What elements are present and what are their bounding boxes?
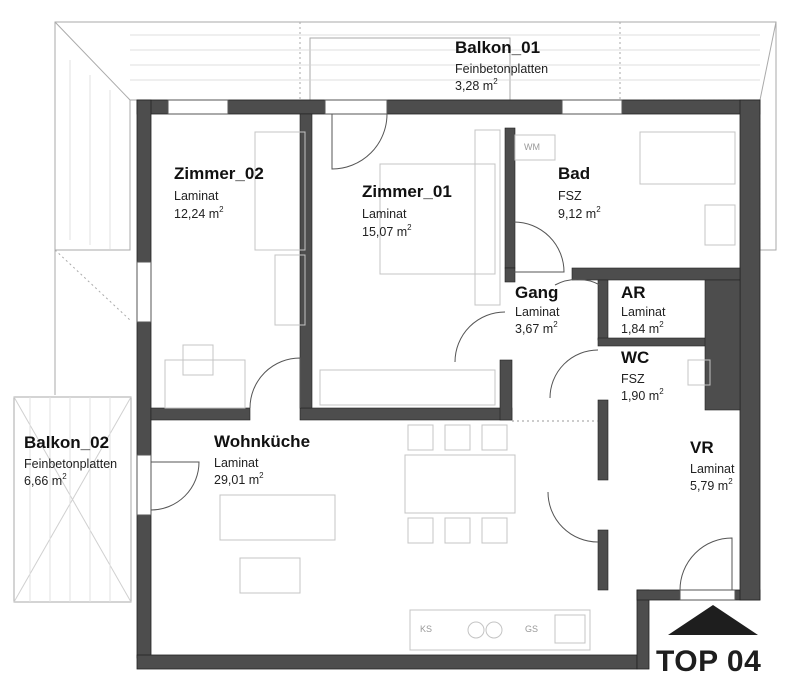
windows [136, 99, 736, 601]
washing-machine-label: WM [524, 142, 540, 152]
fridge-label: KS [420, 624, 433, 634]
ar-name: AR [621, 283, 646, 302]
wc-name: WC [621, 348, 650, 367]
interior-walls [150, 113, 741, 591]
wohnkueche-floor: Laminat [214, 456, 259, 470]
wc-area: 1,90 m2 [621, 387, 664, 403]
zimmer-02-floor: Laminat [174, 189, 219, 203]
bad-name: Bad [558, 164, 591, 183]
balkon-02-outline [13, 396, 132, 603]
wc-floor: FSZ [621, 372, 645, 386]
ar-floor: Laminat [621, 305, 666, 319]
vr-area: 5,79 m2 [690, 477, 733, 493]
vr-floor: Laminat [690, 462, 735, 476]
zimmer-01-floor: Laminat [362, 207, 407, 221]
wohnkueche-area: 29,01 m2 [214, 471, 264, 487]
zimmer-01-area: 15,07 m2 [362, 223, 412, 239]
bad-floor: FSZ [558, 189, 582, 203]
unit-label: TOP 04 [656, 645, 762, 678]
direction-arrow-icon [668, 605, 758, 635]
gang-floor: Laminat [515, 305, 560, 319]
balkon-02-area: 6,66 m2 [24, 472, 67, 488]
balkon-02-floor: Feinbetonplatten [24, 457, 118, 471]
bad-area: 9,12 m2 [558, 205, 601, 221]
gang-name: Gang [515, 283, 559, 302]
wohnkueche-name: Wohnküche [214, 432, 311, 451]
balkon-01-area: 3,28 m2 [455, 77, 498, 93]
balkon-01-floor: Feinbetonplatten [455, 62, 549, 76]
zimmer-02-name: Zimmer_02 [174, 164, 264, 183]
zimmer-01-name: Zimmer_01 [362, 182, 452, 201]
dishwasher-label: GS [525, 624, 539, 634]
gang-area: 3,67 m2 [515, 320, 558, 336]
balkon-01-name: Balkon_01 [455, 38, 541, 57]
furniture [164, 129, 736, 651]
terrace-hatch [69, 34, 760, 250]
balkon-02-name: Balkon_02 [24, 433, 110, 452]
door-swings [150, 113, 733, 591]
vr-name: VR [690, 438, 714, 457]
ar-area: 1,84 m2 [621, 320, 664, 336]
zimmer-02-area: 12,24 m2 [174, 205, 224, 221]
